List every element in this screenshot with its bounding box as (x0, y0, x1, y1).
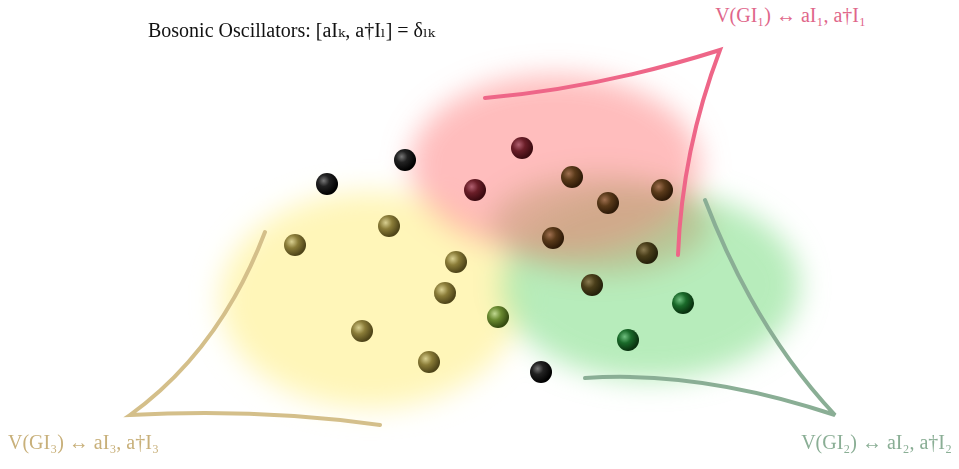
region-label: V(GI₃) ↔ aI₃, a†I₃ (8, 430, 159, 454)
region-blobs (220, 75, 800, 408)
oscillator-balls (284, 137, 694, 383)
boundary-curves (130, 50, 835, 425)
title-text: Bosonic Oscillators: [aIₖ, a†Iₗ] = δₗₖ (148, 18, 435, 42)
region-label: V(GI₁) ↔ aI₁, a†I₁ (715, 3, 866, 27)
region-label: V(GI₂) ↔ aI₂, a†I₂ (801, 430, 952, 454)
